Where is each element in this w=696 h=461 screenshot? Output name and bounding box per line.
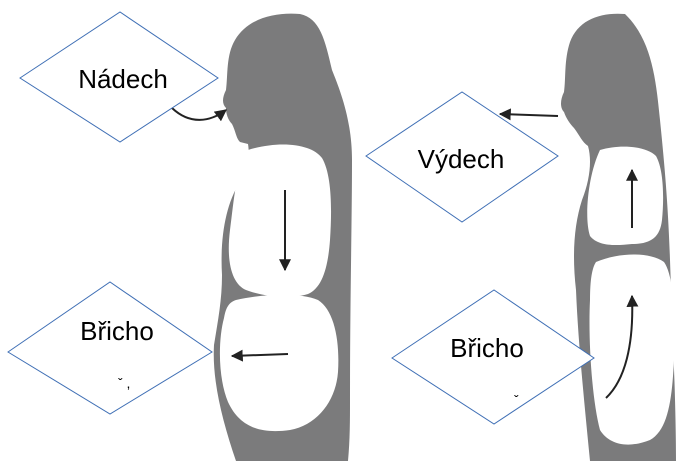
exhale-arrow — [500, 114, 558, 116]
left-chest-cavity — [229, 144, 331, 297]
label-inhale: Nádech — [78, 64, 168, 94]
stray-mark-right: ˇ — [514, 392, 519, 408]
diamond-belly-left — [8, 282, 212, 414]
callout-belly-right: Břicho ˇ — [392, 290, 594, 424]
label-belly-left: Břicho — [80, 316, 154, 346]
left-belly-cavity — [220, 295, 338, 431]
inhale-arrow — [172, 108, 226, 120]
callout-inhale: Nádech — [20, 12, 218, 142]
label-belly-right: Břicho — [450, 333, 524, 363]
stray-mark-left: ˇ , — [118, 375, 130, 391]
callout-belly-left: Břicho ˇ , — [8, 282, 212, 414]
right-belly-cavity — [589, 255, 674, 445]
right-chest-cavity — [587, 147, 663, 245]
callout-exhale: Výdech — [366, 92, 558, 222]
label-exhale: Výdech — [418, 144, 505, 174]
